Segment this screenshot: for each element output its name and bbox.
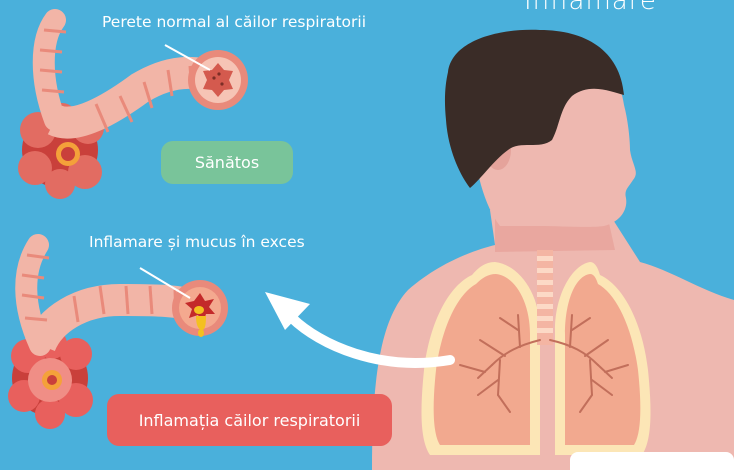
healthy-wall-label: Perete normal al căilor respiratorii — [102, 13, 366, 31]
bottom-card — [570, 452, 734, 470]
airway-cross-section-healthy — [188, 50, 248, 110]
inflammation-badge-text: Inflamația căilor respiratorii — [139, 411, 361, 430]
trachea — [537, 250, 553, 345]
heading-cropped: Inflamare — [524, 0, 657, 16]
healthy-badge-text: Sănătos — [195, 153, 259, 172]
inflamed-wall-label: Inflamare și mucus în exces — [89, 233, 305, 251]
airway-cross-section-inflamed — [172, 280, 228, 337]
inflammation-badge: Inflamația căilor respiratorii — [107, 394, 392, 446]
healthy-badge: Sănătos — [161, 141, 293, 184]
